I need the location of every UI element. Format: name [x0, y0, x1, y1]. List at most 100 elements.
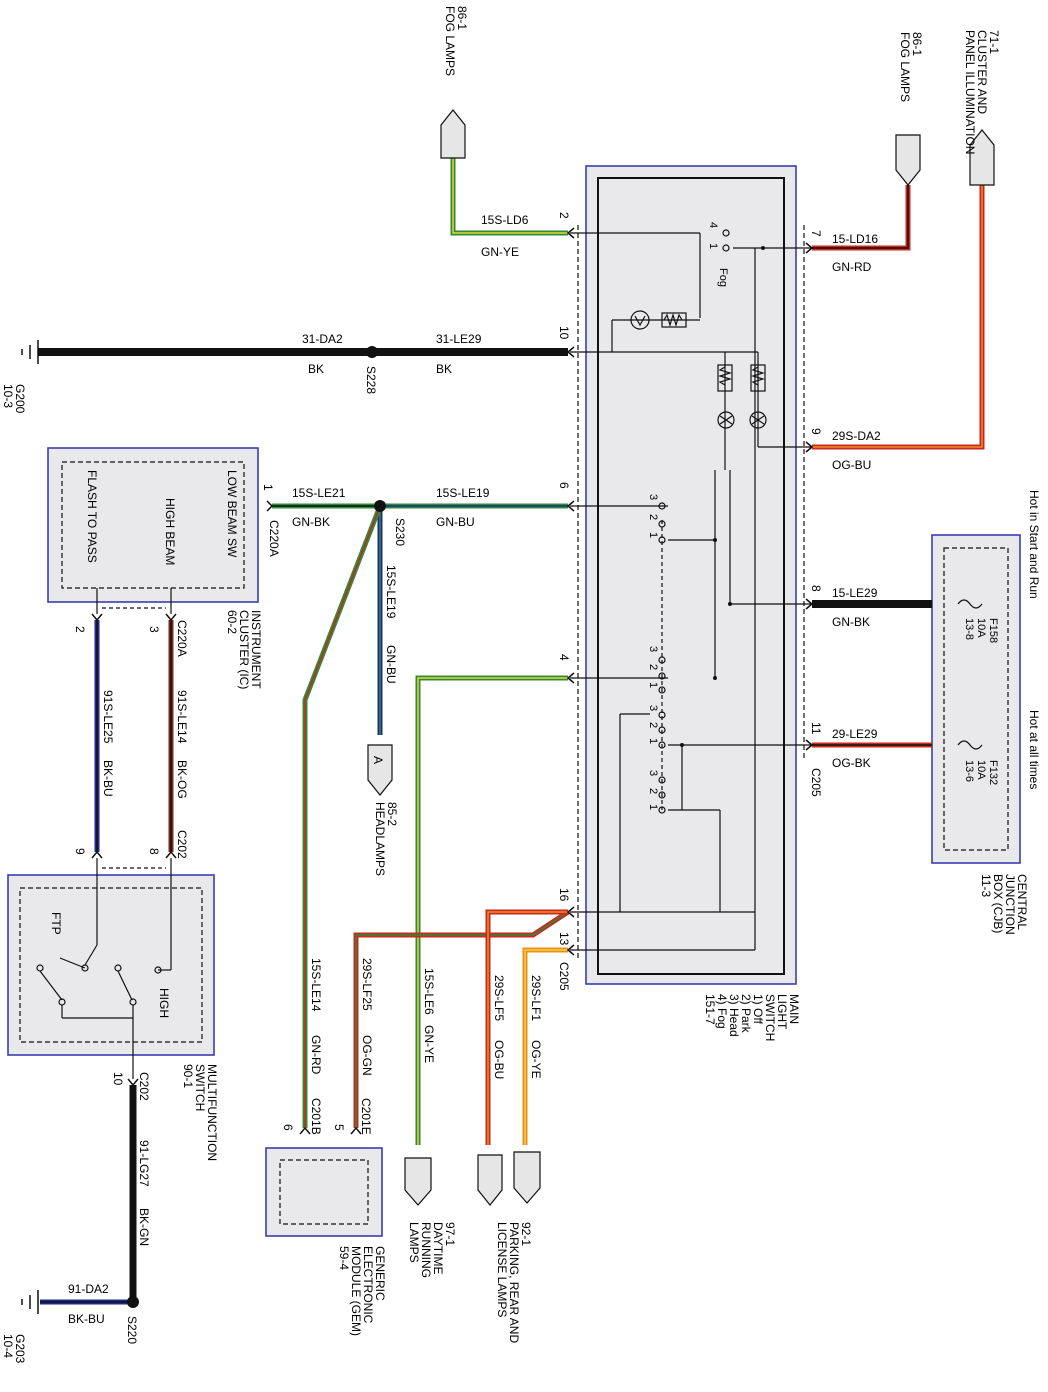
svg-text:59-4: 59-4: [337, 1246, 351, 1270]
generic-electronic-module: [265, 1147, 383, 1237]
fuse-label: F132: [987, 760, 999, 785]
fuse-symbols: [957, 599, 983, 750]
svg-text:CENTRAL: CENTRAL: [1015, 874, 1029, 930]
svg-text:97-1: 97-1: [443, 1222, 457, 1246]
fuse-rating: 10A: [975, 618, 987, 638]
mfs-ftp-label: FTP: [49, 912, 63, 935]
svg-text:BOX (CJB): BOX (CJB): [991, 874, 1005, 933]
svg-text:JUNCTION: JUNCTION: [1003, 874, 1017, 935]
contact-number: 3: [647, 770, 659, 776]
pin-number: 9: [809, 428, 823, 435]
svg-text:MULTIFUNCTION: MULTIFUNCTION: [205, 1064, 219, 1161]
wire-color: GN-RD: [832, 260, 872, 274]
wire-15S-LD6: [450, 158, 568, 236]
connector-name: C220A: [267, 520, 281, 557]
wire-label: 91S-LE14: [175, 690, 189, 744]
wire-color: OG-BK: [832, 756, 871, 770]
hot-start-run-label: Hot in Start and Run: [1027, 490, 1041, 599]
contact-number: 3: [647, 494, 659, 500]
mfs-high-label: HIGH: [157, 988, 171, 1018]
svg-text:LAMPS: LAMPS: [407, 1222, 421, 1263]
ground-ref: 10-4: [1, 1334, 15, 1358]
instrument-cluster: [47, 447, 259, 603]
wire-label: 29S-LF5: [492, 975, 506, 1021]
wire-label: 29S-DA2: [832, 429, 881, 443]
headlamps-marker: A: [371, 756, 385, 764]
ground-g203-symbol: [21, 1290, 39, 1314]
svg-text:4) Fog: 4) Fog: [715, 994, 729, 1029]
wire-15S-LE6: [415, 675, 568, 1145]
pin-arrows: [91, 227, 814, 1135]
connector-name: C205: [809, 768, 823, 797]
wire-label: 15S-LE21: [292, 486, 346, 500]
main-light-switch-title: MAIN LIGHT SWITCH 1) Off 2) Park 3) Head…: [703, 994, 801, 1041]
pin-number: 10: [557, 326, 571, 340]
wire-29S-LF5: [485, 909, 568, 1145]
fuse-ref: 13-6: [963, 760, 975, 782]
svg-text:3) Head: 3) Head: [727, 994, 741, 1037]
contact-number: 2: [647, 664, 659, 670]
svg-text:11-3: 11-3: [979, 874, 993, 897]
wire-color: OG-BU: [832, 458, 871, 472]
svg-text:FOG LAMPS: FOG LAMPS: [898, 32, 912, 102]
wire-label: 91-LG27: [137, 1140, 151, 1187]
wire-color: GN-YE: [481, 245, 519, 259]
cluster-panel-title: 71-1 CLUSTER AND PANEL ILLUMINATION: [963, 30, 1001, 154]
pin-number: 5: [332, 1124, 346, 1131]
connector-name: C205: [557, 962, 571, 991]
pin-number: 1: [261, 484, 275, 491]
contact-number: 4: [707, 222, 719, 228]
wire-color: OG-BU: [492, 1040, 506, 1079]
wire-color: BK-OG: [175, 760, 189, 799]
wire-label: 91-DA2: [68, 1282, 109, 1296]
pin-number: 13: [557, 932, 571, 946]
connector-headlamps: [367, 744, 393, 796]
svg-text:90-1: 90-1: [181, 1064, 195, 1088]
gem-title: GENERIC ELECTRONIC MODULE (GEM) 59-4: [337, 1246, 387, 1336]
pin-number: 7: [809, 230, 823, 237]
connector-parking-b: [513, 1151, 541, 1204]
svg-text:SWITCH: SWITCH: [763, 994, 777, 1041]
wire-label: 15S-LE6: [422, 968, 436, 1015]
svg-text:MODULE (GEM): MODULE (GEM): [349, 1246, 363, 1336]
pin-number: 10: [111, 1072, 125, 1086]
ground-g200-symbol: [21, 340, 39, 364]
wire-color: GN-BU: [436, 515, 475, 529]
contact-number: 1: [647, 682, 659, 688]
fog-lamps-right-title: 86-1 FOG LAMPS: [898, 32, 924, 102]
svg-text:HEADLAMPS: HEADLAMPS: [373, 802, 387, 876]
ground-ref: 10-3: [1, 384, 15, 408]
wire-15S-LE19: [377, 503, 568, 735]
wire-color: GN-BU: [384, 645, 398, 684]
connector-name: C201B: [309, 1098, 323, 1135]
wire-label: 15-LD16: [832, 232, 878, 246]
ground-label: G203: [13, 1334, 27, 1364]
wire-color: BK: [308, 362, 324, 376]
wire-label: 29-LE29: [832, 727, 878, 741]
wire-label: 15S-LE14: [309, 958, 323, 1012]
splice-name: S230: [393, 518, 407, 546]
contact-number: 3: [647, 705, 659, 711]
instrument-cluster-title: INSTRUMENT CLUSTER (IC) 60-2: [225, 610, 263, 689]
wire-15S-LE14: [302, 505, 383, 1128]
wire-29S-LF1: [522, 947, 568, 1145]
connector-cluster-panel: [969, 129, 995, 186]
svg-text:INSTRUMENT: INSTRUMENT: [249, 610, 263, 689]
ic-high-beam-label: HIGH BEAM: [163, 498, 177, 565]
wire-label: 91S-LE25: [101, 690, 115, 744]
contact-number: 2: [647, 514, 659, 520]
fuse-ref: 13-8: [963, 618, 975, 640]
hot-all-times-label: Hot at all times: [1027, 710, 1041, 789]
mfs-internal: [36, 858, 172, 1079]
junction-dots: [680, 246, 765, 747]
svg-text:71-1: 71-1: [987, 30, 1001, 54]
ic-low-beam-label: LOW BEAM SW: [225, 470, 239, 558]
svg-text:92-1: 92-1: [519, 1222, 533, 1246]
fog-label: Fog: [717, 268, 729, 287]
main-light-switch: [577, 165, 805, 985]
connector-name: C220A: [175, 620, 189, 657]
svg-text:2) Park: 2) Park: [739, 994, 753, 1034]
connector-parking-a: [477, 1154, 503, 1206]
contact-number: 2: [647, 722, 659, 728]
